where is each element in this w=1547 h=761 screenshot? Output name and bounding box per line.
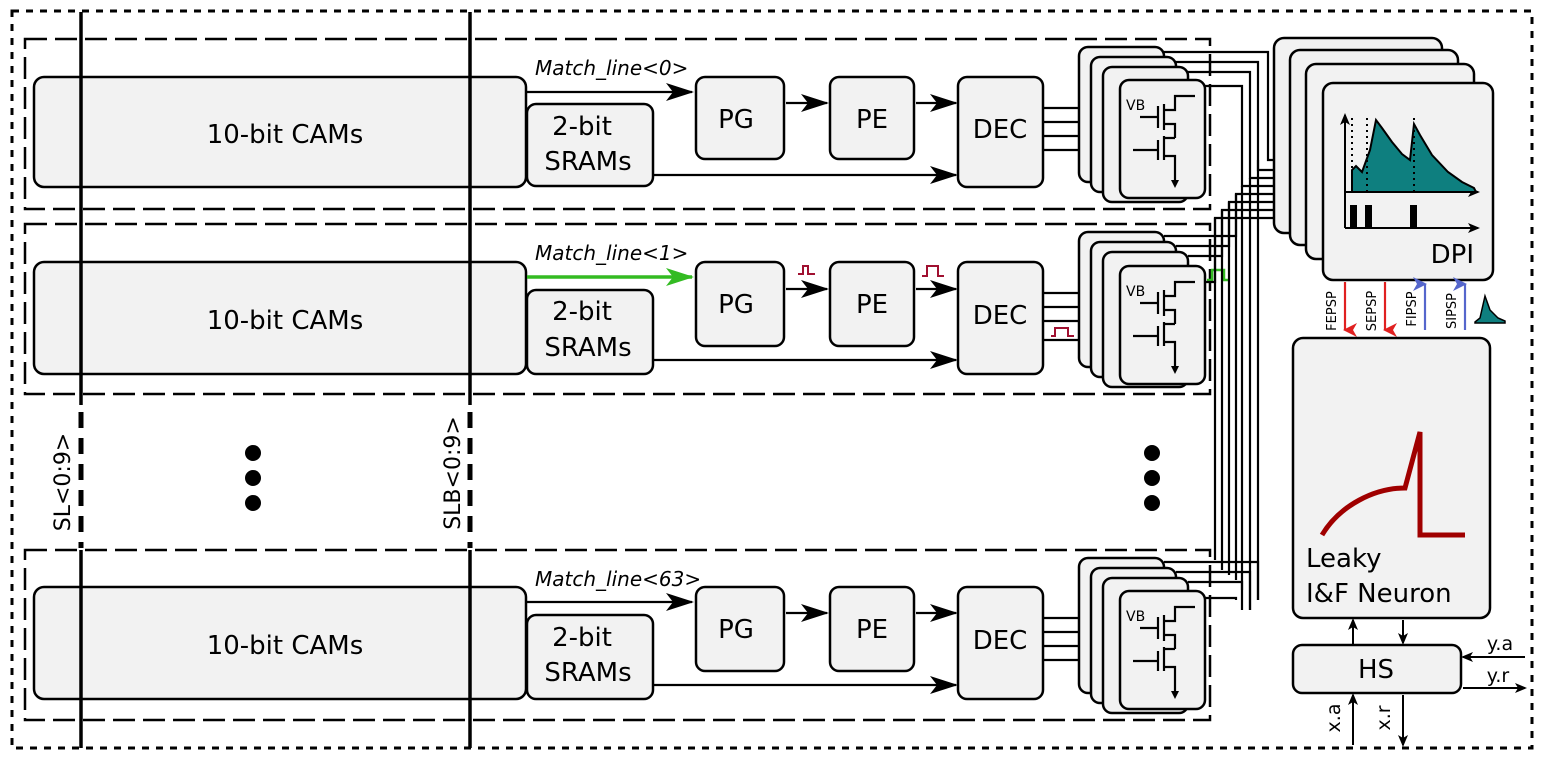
hs-block (1291, 643, 1463, 695)
cam-label: 10-bit CAMs (207, 306, 364, 336)
ya-label: y.a (1487, 633, 1513, 655)
sl-bus-label: SL<0:9> (51, 433, 76, 532)
sram-block (525, 102, 655, 188)
dec-label: DEC (973, 626, 1028, 656)
vb-label: VB (1126, 98, 1145, 114)
neuron-label-1: Leaky (1306, 544, 1381, 574)
hs-label: HS (1358, 655, 1394, 685)
pg-label: PG (718, 290, 754, 320)
vb-label: VB (1126, 609, 1145, 625)
neuron-membrane-curve (1319, 431, 1465, 538)
dec-block (956, 75, 1045, 189)
pg-block (694, 585, 786, 673)
match-line-label: Match_line<63> (535, 567, 701, 591)
synapse-circuit (1118, 78, 1207, 200)
neuron: Leaky I&F Neuron (1291, 336, 1492, 620)
neuron-block (1291, 336, 1492, 620)
dec-block (956, 260, 1045, 376)
row-frame (23, 548, 1212, 722)
cam-label: 10-bit CAMs (207, 120, 364, 150)
sram-block (525, 613, 655, 701)
sram-label-2: SRAMs (544, 333, 631, 363)
xr-label: x.r (1373, 705, 1395, 730)
synapse-row-0: 10-bit CAMs 2-bit SRAMs Match_line<0> PG… (23, 37, 1212, 211)
pg-label: PG (718, 105, 754, 135)
output-pulse-icon (1207, 268, 1230, 282)
pe-block (828, 75, 916, 161)
fipsp-label: FIPSP (1405, 291, 1420, 326)
dpi-label: DPI (1431, 240, 1474, 270)
match-line-label: Match_line<1> (535, 241, 688, 265)
pe-label: PE (856, 105, 888, 135)
pe-block (828, 585, 916, 673)
synapse-row-63: 10-bit CAMs 2-bit SRAMs Match_line<63> P… (23, 548, 1212, 722)
row-ellipsis-dots (245, 445, 1160, 511)
synapse-circuit (1118, 264, 1207, 386)
dec-label: DEC (973, 115, 1028, 145)
dec-pulse-icon (1051, 327, 1074, 337)
vb-label: VB (1126, 284, 1145, 300)
long-pulse-icon (922, 265, 944, 277)
pg-block (694, 260, 786, 348)
sepsp-label: SEPSP (1365, 291, 1380, 332)
xa-label: x.a (1323, 704, 1345, 733)
sram-block (525, 288, 655, 376)
dec-block (956, 585, 1045, 701)
pe-label: PE (856, 290, 888, 320)
pe-label: PE (856, 615, 888, 645)
pg-block (694, 75, 786, 161)
slb-bus-label: SLB<0:9> (441, 416, 466, 530)
fepsp-label: FEPSP (1325, 291, 1340, 331)
sipsp-label: SIPSP (1445, 293, 1460, 329)
sram-label-1: 2-bit (552, 297, 612, 327)
match-line-label: Match_line<0> (535, 56, 688, 80)
synapse-circuit (1118, 589, 1207, 711)
synapse-output-routing (1164, 50, 1295, 610)
sram-label-1: 2-bit (552, 112, 612, 142)
pe-block (828, 260, 916, 348)
yr-label: y.r (1487, 665, 1510, 687)
sram-label-2: SRAMs (544, 147, 631, 177)
neuron-label-2: I&F Neuron (1306, 579, 1452, 609)
cam-label: 10-bit CAMs (207, 631, 364, 661)
dpi-stack: DPI (1272, 36, 1495, 282)
dec-label: DEC (973, 301, 1028, 331)
ipsp-waveform-icon (1474, 293, 1506, 324)
dpi-epsp-waveform (1348, 117, 1478, 193)
psp-signals: FEPSP SEPSP FIPSP SIPSP (1325, 277, 1506, 337)
sram-label-2: SRAMs (544, 658, 631, 688)
handshake: HS y.a y.r x.a x.r (1291, 618, 1527, 747)
short-pulse-icon (798, 265, 815, 275)
row-frame (23, 37, 1212, 211)
row-frame (23, 222, 1212, 396)
outer-frame (10, 9, 1534, 750)
synapse-row-1: 10-bit CAMs 2-bit SRAMs Match_line<1> PG… (23, 222, 1230, 396)
pg-label: PG (718, 615, 754, 645)
sram-label-1: 2-bit (552, 623, 612, 653)
